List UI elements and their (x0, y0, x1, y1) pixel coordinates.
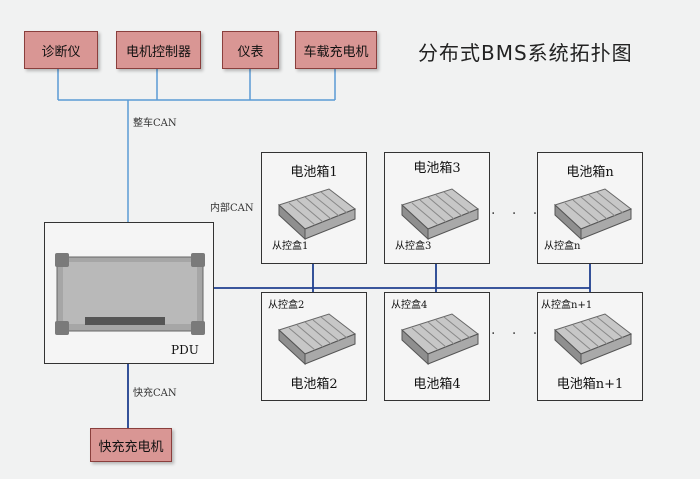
ellipsis-dots: · · · (491, 326, 544, 342)
diagnostic-tool-box: 诊断仪 (24, 31, 98, 69)
battery-box-name: 电池箱n+1 (556, 377, 624, 392)
battery-box-name: 电池箱4 (413, 377, 461, 392)
slave-controller-label: 从控盒3 (395, 241, 432, 252)
battery-box-name: 电池箱n (566, 165, 614, 180)
slave-controller-label: 从控盒2 (268, 300, 305, 311)
battery-box-n-plus-1: 从控盒n+1 电池箱n+1 (537, 292, 643, 401)
battery-box-n: 电池箱n 从控盒n (537, 152, 643, 264)
fast-charge-can-label: 快充CAN (133, 388, 177, 399)
slave-controller-label: 从控盒n+1 (541, 300, 593, 311)
pdu-unit-image (55, 253, 205, 335)
internal-can-label: 内部CAN (210, 203, 254, 214)
battery-box-3: 电池箱3 从控盒3 (384, 152, 490, 264)
instrument-box: 仪表 (222, 31, 279, 69)
vehicle-can-label: 整车CAN (133, 118, 177, 129)
slave-controller-label: 从控盒n (544, 241, 581, 252)
ellipsis-dots: · · · (491, 206, 544, 222)
battery-box-2: 从控盒2 电池箱2 (261, 292, 367, 401)
slave-controller-image (401, 188, 480, 241)
battery-box-name: 电池箱3 (413, 161, 461, 176)
battery-box-1: 电池箱1 从控盒1 (261, 152, 367, 264)
slave-controller-label: 从控盒4 (391, 300, 428, 311)
slave-controller-label: 从控盒1 (272, 241, 309, 252)
pdu-label: PDU (171, 343, 199, 357)
battery-box-name: 电池箱1 (290, 165, 338, 180)
motor-controller-box: 电机控制器 (116, 31, 201, 69)
pdu-frame: PDU (44, 222, 214, 364)
slave-controller-image (401, 313, 480, 366)
fast-charger-box: 快充充电机 (90, 428, 172, 462)
slave-controller-image (554, 313, 633, 366)
slave-controller-image (278, 313, 357, 366)
slave-controller-image (554, 188, 633, 241)
diagram-title: 分布式BMS系统拓扑图 (418, 41, 633, 65)
onboard-charger-box: 车载充电机 (295, 31, 377, 69)
battery-box-4: 从控盒4 电池箱4 (384, 292, 490, 401)
slave-controller-image (278, 188, 357, 241)
battery-box-name: 电池箱2 (290, 377, 338, 392)
